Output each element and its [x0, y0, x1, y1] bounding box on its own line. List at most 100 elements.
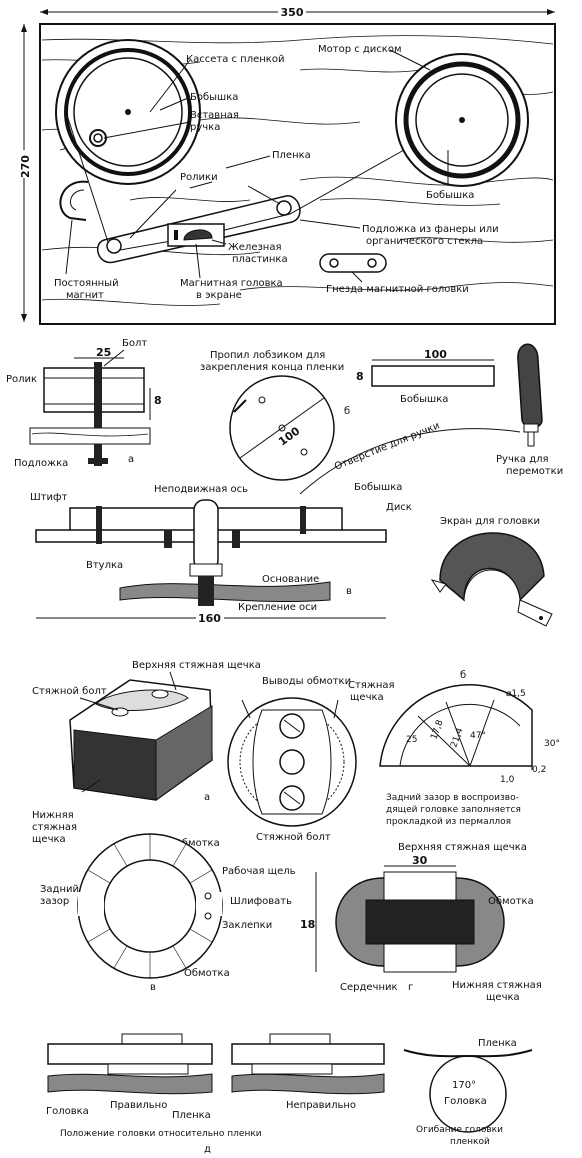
note-back-gap-2: дящей головке заполняется	[386, 805, 521, 815]
letter-a-3: а	[204, 792, 210, 803]
letter-v-3: в	[150, 982, 156, 993]
label-hole: Отверстие для ручки	[333, 420, 441, 472]
fig-a-roller: 25 Болт Ролик 8 Подложка а	[6, 338, 162, 469]
rewind-handle: Ручка для перемотки	[496, 343, 563, 477]
label-iron-plate-2: пластинка	[232, 254, 288, 265]
label-clamp-cheek-2: щечка	[350, 692, 384, 703]
panel-3-head-construction: Верхняя стяжная щечка Стяжной болт Нижня…	[32, 660, 560, 1003]
label-lower-cheek-3: щечка	[32, 834, 66, 845]
label-clamp-cheek-1: Стяжная	[348, 680, 395, 691]
label-lower-cheek2-2: щечка	[486, 992, 520, 1003]
label-saw-2: закрепления конца пленки	[200, 362, 344, 373]
label-correct: Правильно	[110, 1100, 167, 1111]
label-rollers: Ролики	[180, 172, 218, 183]
right-reel-motor	[395, 53, 529, 187]
label-rivets: Заклепки	[222, 920, 272, 931]
label-back-gap-1: Задний	[40, 884, 79, 895]
label-bushing: Втулка	[86, 560, 123, 571]
label-motor: Мотор с диском	[318, 44, 402, 55]
hole-arrow	[299, 428, 521, 495]
dim-100-boss: 100	[424, 348, 447, 361]
fig-v-ring-core: Обмотка Задний зазор Рабочая щель	[40, 833, 296, 993]
fig-b-boss: 100 8 Бобышка	[356, 348, 495, 405]
fig-b-angles: б 25 17,8 21,4 47° ⌀1,5 30° 1,0 0,2 Задн…	[379, 670, 560, 827]
label-boss2: Бобышка	[354, 482, 402, 493]
label-wrap-1: Огибание головки	[416, 1125, 503, 1135]
label-winding-leads: Выводы обмотки	[262, 676, 351, 687]
letter-v-2: в	[346, 586, 352, 597]
label-roller: Ролик	[6, 374, 37, 385]
label-bolt: Болт	[122, 338, 147, 349]
fig-a-head-3d: Верхняя стяжная щечка Стяжной болт Нижня…	[32, 660, 261, 845]
label-back-gap-2: зазор	[40, 896, 69, 907]
insert-handle	[89, 129, 107, 147]
label-clamp-bolt: Стяжной болт	[32, 686, 107, 697]
label-wrap-2: пленкой	[450, 1137, 490, 1147]
label-basis: Основание	[262, 574, 319, 585]
dim-25: 25	[96, 346, 111, 359]
label-winding3: Обмотка	[488, 896, 534, 907]
head-sockets	[319, 253, 387, 273]
letter-d: д	[204, 1144, 211, 1155]
letter-b-2: б	[344, 406, 350, 417]
label-insert-handle-1: Вставная	[190, 110, 239, 121]
label-head-2: в экране	[196, 290, 242, 301]
label-clamp-bolt2: Стяжной болт	[256, 832, 331, 843]
fig-b-disk: Пропил лобзиком для закрепления конца пл…	[200, 350, 350, 481]
fig-d-incorrect: Неправильно	[231, 1033, 385, 1111]
label-winding2: Обмотка	[184, 968, 230, 979]
label-film-wrap: Пленка	[478, 1038, 517, 1049]
panel-2-parts: 25 Болт Ролик 8 Подложка а Пропил лобзик…	[6, 338, 563, 627]
label-boss-right: Бобышка	[426, 190, 474, 201]
label-insert-handle-2: ручка	[190, 122, 220, 133]
label-upper-cheek: Верхняя стяжная щечка	[132, 660, 261, 671]
label-boss-left: Бобышка	[190, 92, 238, 103]
label-film-correct: Пленка	[172, 1110, 211, 1121]
letter-b-3: б	[460, 670, 466, 681]
label-iron-plate-1: Железная	[228, 242, 281, 253]
label-winding1: Обмотка	[174, 838, 220, 849]
label-work-gap: Рабочая щель	[222, 866, 296, 877]
fig-d-correct: Головка Правильно Пленка	[46, 1033, 213, 1121]
label-boss: Бобышка	[400, 394, 448, 405]
dim-350: 350	[281, 6, 304, 19]
label-magnet-1: Постоянный	[54, 278, 119, 289]
label-rewind-1: Ручка для	[496, 454, 549, 465]
label-base-1: Подложка из фанеры или	[362, 224, 499, 235]
fig-g-section: Верхняя стяжная щечка 30 18 Обмотка Серд…	[300, 842, 542, 1003]
label-head-screen: Экран для головки	[440, 516, 540, 527]
dim-270: 270	[19, 155, 32, 178]
dim-8: 8	[154, 394, 162, 407]
label-g02: 0,2	[532, 765, 546, 775]
left-reel-cassette	[55, 39, 201, 185]
label-pin: Штифт	[30, 492, 68, 503]
note-back-gap-3: прокладкой из пермаллоя	[386, 817, 511, 827]
letter-a-2: а	[128, 454, 134, 465]
label-upper-cheek2: Верхняя стяжная щечка	[398, 842, 527, 853]
label-head-correct: Головка	[46, 1106, 89, 1117]
caption-position: Положение головки относительно пленки	[60, 1129, 262, 1139]
base-plate	[29, 427, 151, 445]
label-magnet-2: магнит	[66, 290, 104, 301]
label-base-2: органического стекла	[366, 236, 483, 247]
label-lower-cheek-1: Нижняя	[32, 810, 74, 821]
permanent-magnet	[59, 180, 89, 221]
tape-path-right	[119, 149, 405, 251]
magnetic-head	[183, 229, 213, 241]
head-screen: Экран для головки	[430, 516, 553, 627]
label-incorrect: Неправильно	[286, 1100, 356, 1111]
label-cassette: Кассета с пленкой	[186, 54, 284, 65]
label-core: Сердечник	[340, 982, 398, 993]
letter-g: г	[408, 982, 413, 993]
dim-18: 18	[300, 918, 315, 931]
panel-4-head-position: Головка Правильно Пленка Неправильно Пол…	[46, 1033, 533, 1155]
label-d15: ⌀1,5	[506, 689, 526, 699]
label-angle: 170°	[452, 1080, 476, 1091]
label-base: Подложка	[14, 458, 68, 469]
fig-b-head-front: Выводы обмотки Стяжная щечка Стяжной бол…	[227, 676, 395, 843]
dim-8-boss: 8	[356, 370, 364, 383]
basis-wood	[119, 581, 331, 603]
label-saw-1: Пропил лобзиком для	[210, 350, 325, 361]
note-back-gap-1: Задний зазор в воспроизво-	[386, 793, 519, 803]
label-lower-cheek-2: стяжная	[32, 822, 77, 833]
